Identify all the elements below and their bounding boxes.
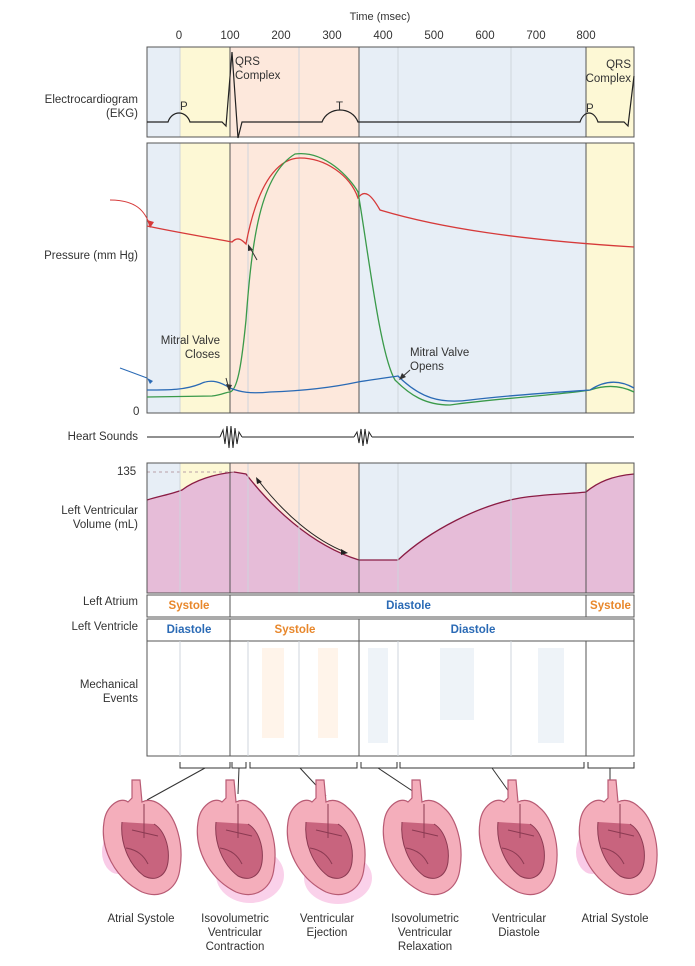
pressure-axis-zero: 0 bbox=[133, 406, 140, 418]
heart-icon-atrial-systole-2 bbox=[576, 779, 658, 896]
heart-icon-ventricular-ejection bbox=[286, 779, 372, 904]
time-tick-200: 200 bbox=[271, 30, 291, 42]
time-tick-700: 700 bbox=[526, 30, 546, 42]
pressure-row-label: Pressure (mm Hg) bbox=[44, 250, 138, 262]
heart-icon-isovolumetric-contraction bbox=[196, 779, 284, 903]
heart-sounds-trace bbox=[147, 425, 634, 449]
time-tick-400: 400 bbox=[373, 30, 393, 42]
phase-atrial-systole: Atrial Systole bbox=[107, 913, 175, 925]
heart-icon-atrial-systole bbox=[102, 779, 182, 896]
phase-isovolumetric-relaxation: Isovolumetric Ventricular Relaxation bbox=[391, 913, 459, 953]
qrs-label-1: QRS Complex bbox=[235, 56, 281, 82]
ekg-panel bbox=[146, 46, 635, 139]
ventricle-state-systole: Systole bbox=[274, 624, 316, 636]
mitral-valve-opens-label: Mitral Valve Opens bbox=[410, 347, 470, 373]
atrium-state-systole-2: Systole bbox=[590, 600, 631, 612]
p-wave-label-1: P bbox=[180, 101, 188, 113]
t-wave-label: T bbox=[336, 101, 344, 113]
ekg-trace bbox=[147, 51, 635, 139]
aortic-pressure-curve bbox=[146, 157, 635, 248]
volume-fill bbox=[147, 472, 634, 593]
mitral-valve-closes-label: Mitral Valve Closes bbox=[160, 335, 220, 361]
left-ventricle-row-label: Left Ventricle bbox=[71, 621, 138, 633]
time-tick-300: 300 bbox=[322, 30, 342, 42]
state-table bbox=[146, 594, 635, 757]
ventricle-state-diastole-1: Diastole bbox=[166, 624, 212, 636]
phase-ventricular-ejection: Ventricular Ejection bbox=[299, 913, 355, 939]
time-tick-0: 0 bbox=[175, 30, 183, 42]
ventricular-pressure-curve bbox=[146, 153, 635, 406]
volume-axis-max: 135 bbox=[117, 466, 137, 478]
atrial-pressure-curve bbox=[146, 375, 635, 402]
time-tick-600: 600 bbox=[475, 30, 495, 42]
phase-isovolumetric-contraction: Isovolumetric Ventricular Contraction bbox=[201, 913, 269, 953]
ventricle-state-diastole-2: Diastole bbox=[450, 624, 496, 636]
time-tick-500: 500 bbox=[424, 30, 444, 42]
time-tick-100: 100 bbox=[220, 30, 240, 42]
heart-icon-ventricular-diastole bbox=[478, 779, 558, 896]
pressure-panel bbox=[109, 142, 635, 414]
time-tick-800: 800 bbox=[576, 30, 596, 42]
phase-ventricular-diastole: Ventricular Diastole bbox=[491, 913, 547, 939]
atrium-state-systole-1: Systole bbox=[168, 600, 210, 612]
volume-row-label: Left Ventricular Volume (mL) bbox=[61, 505, 138, 531]
qrs-label-2: QRS Complex bbox=[585, 59, 631, 85]
ekg-row-label: Electrocardiogram (EKG) bbox=[44, 94, 138, 120]
phase-brackets bbox=[146, 762, 635, 801]
atrium-state-diastole: Diastole bbox=[386, 600, 431, 612]
phase-atrial-systole-2: Atrial Systole bbox=[581, 913, 649, 925]
heart-sounds-row-label: Heart Sounds bbox=[67, 431, 138, 443]
left-atrium-row-label: Left Atrium bbox=[83, 596, 138, 608]
mechanical-row-label: Mechanical Events bbox=[79, 679, 138, 705]
p-wave-label-2: P bbox=[586, 103, 594, 115]
heart-icon-isovolumetric-relaxation bbox=[382, 779, 462, 896]
time-axis-title: Time (msec) bbox=[349, 11, 411, 23]
volume-panel bbox=[146, 462, 635, 594]
